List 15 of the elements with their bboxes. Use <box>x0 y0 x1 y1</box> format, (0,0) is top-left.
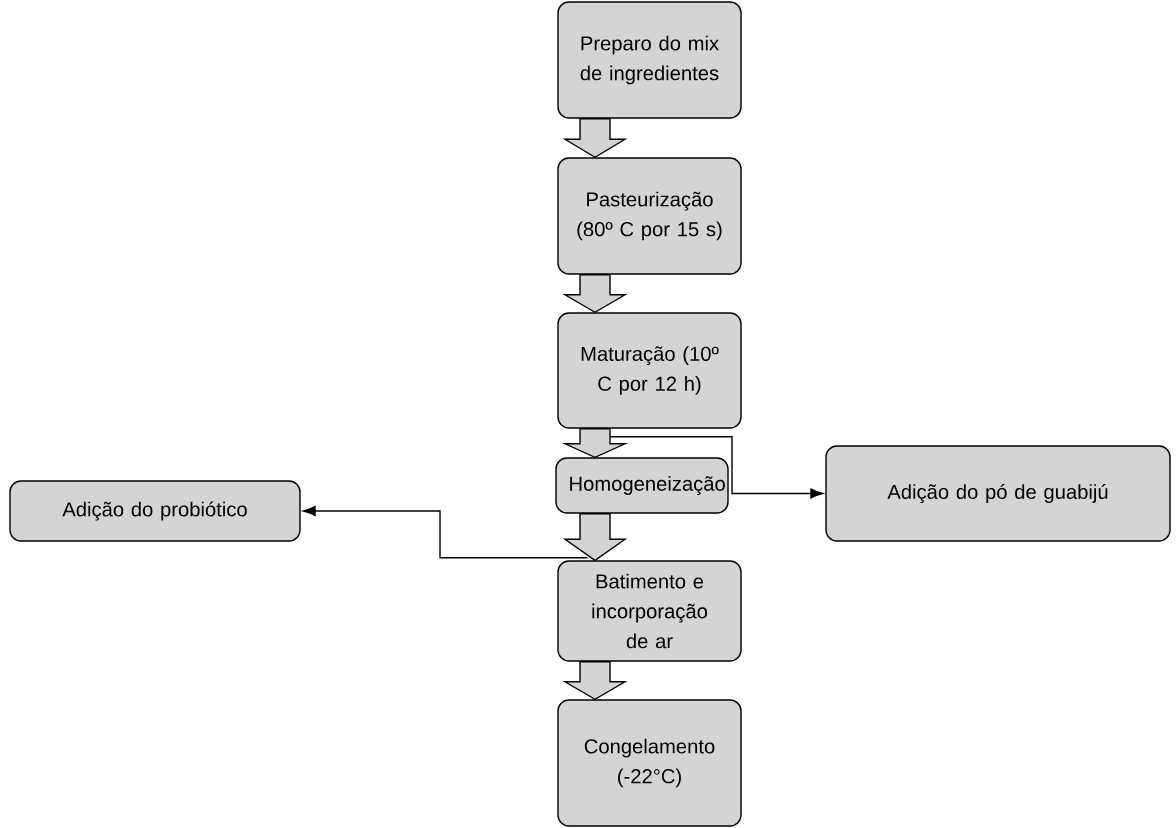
process-box: Preparo do mix de ingredientes <box>557 1 742 119</box>
process-box: Homogeneização <box>555 457 729 514</box>
block-arrow <box>562 513 628 562</box>
process-box: Maturação (10º C por 12 h) <box>557 312 742 429</box>
block-arrow <box>562 274 628 314</box>
process-box: Congelamento (-22°C) <box>557 699 742 827</box>
block-arrow <box>562 118 628 159</box>
block-arrow <box>562 661 628 701</box>
process-box: Adição do probiótico <box>9 480 301 542</box>
block-arrow <box>561 428 629 459</box>
arrow <box>609 436 824 499</box>
process-box: Adição do pó de guabijú <box>825 445 1171 542</box>
process-box: Pasteurização (80º C por 15 s) <box>557 157 742 275</box>
process-box: Batimento e incorporação de ar <box>557 560 742 662</box>
arrow <box>302 506 589 559</box>
